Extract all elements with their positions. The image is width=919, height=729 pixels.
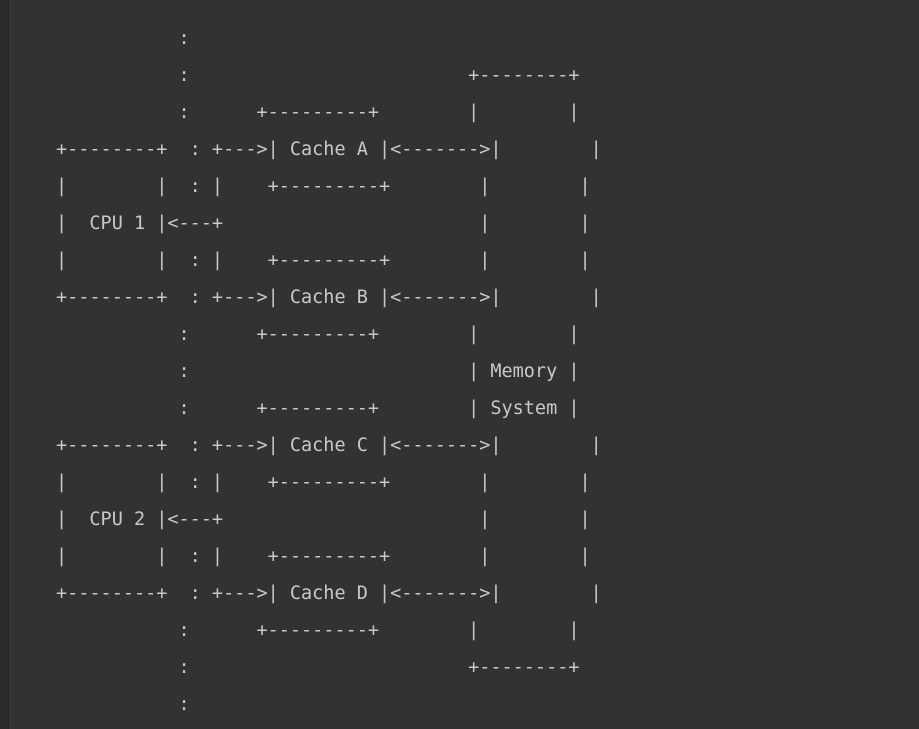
diagram-line: : bbox=[56, 694, 190, 715]
diagram-line: : bbox=[56, 28, 190, 49]
diagram-line: +--------+ : +--->| Cache A |<------->| … bbox=[56, 139, 602, 160]
diagram-line: | CPU 2 |<---+ | | bbox=[56, 509, 591, 530]
diagram-line: : +--------+ bbox=[56, 657, 580, 678]
ascii-diagram: : : +--------+ : +---------+ | | +-------… bbox=[56, 20, 602, 723]
diagram-line: : | Memory | bbox=[56, 361, 580, 382]
diagram-line: +--------+ : +--->| Cache B |<------->| … bbox=[56, 287, 602, 308]
diagram-line: | | : | +---------+ | | bbox=[56, 546, 591, 567]
diagram-line: | | : | +---------+ | | bbox=[56, 176, 591, 197]
diagram-line: : +---------+ | | bbox=[56, 620, 580, 641]
diagram-line: : +---------+ | System | bbox=[56, 398, 580, 419]
diagram-line: | CPU 1 |<---+ | | bbox=[56, 213, 591, 234]
diagram-line: +--------+ : +--->| Cache C |<------->| … bbox=[56, 435, 602, 456]
code-block-frame bbox=[10, 0, 919, 729]
diagram-line: : +---------+ | | bbox=[56, 324, 580, 345]
diagram-line: | | : | +---------+ | | bbox=[56, 250, 591, 271]
diagram-line: | | : | +---------+ | | bbox=[56, 472, 591, 493]
diagram-line: : +--------+ bbox=[56, 65, 580, 86]
diagram-line: : +---------+ | | bbox=[56, 102, 580, 123]
diagram-line: +--------+ : +--->| Cache D |<------->| … bbox=[56, 583, 602, 604]
